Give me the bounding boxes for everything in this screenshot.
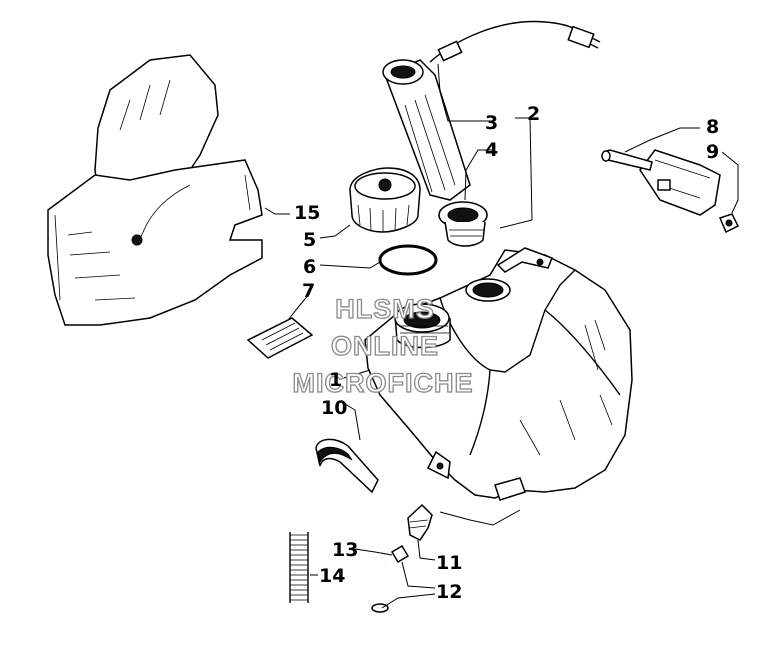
part-12-13-hose-clamp: [371, 544, 410, 613]
part-4-filler-neck: [438, 201, 488, 247]
part-7-decal: [246, 317, 314, 359]
part-5-fuel-cap: [349, 167, 421, 233]
callout-15: 15: [294, 202, 320, 224]
callout-11: 11: [436, 552, 462, 574]
part-1-fuel-tank: [364, 247, 633, 501]
part-14-spring: [289, 532, 309, 603]
part-3-fuel-gauge: [382, 20, 601, 201]
part-10-strap: [315, 438, 379, 494]
watermark-line-2: ONLINE: [331, 331, 439, 361]
callout-labels: 1 2 3 4 5 6 7 8 9 10 11 12 13 14 15: [294, 103, 719, 603]
part-11-fitting: [407, 503, 433, 541]
callout-8: 8: [706, 116, 719, 138]
callout-4: 4: [485, 139, 498, 161]
leader-lines: [264, 63, 739, 609]
callout-13: 13: [332, 539, 358, 561]
callout-1: 1: [329, 369, 342, 391]
part-15-heat-shield: [47, 54, 263, 326]
callout-9: 9: [706, 141, 719, 163]
callout-3: 3: [485, 112, 498, 134]
callout-2: 2: [527, 103, 540, 125]
callout-14: 14: [319, 565, 345, 587]
part-6-o-ring: [378, 244, 438, 276]
part-8-9-bracket-hardware: [601, 149, 740, 234]
watermark-line-1: HLSMS: [335, 294, 435, 324]
callout-10: 10: [321, 397, 347, 419]
callout-12: 12: [436, 581, 462, 603]
watermark-line-3: MICROFICHE: [293, 368, 474, 398]
callout-5: 5: [303, 229, 316, 251]
watermark: HLSMS ONLINE MICROFICHE: [292, 293, 474, 398]
callout-7: 7: [302, 280, 315, 302]
callout-6: 6: [303, 256, 316, 278]
